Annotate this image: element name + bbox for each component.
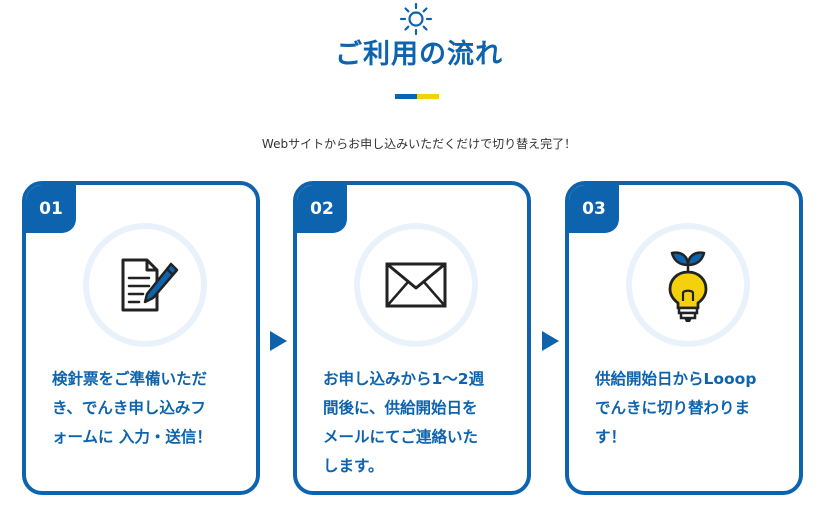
- step-icon-circle: [83, 223, 207, 347]
- underline-yellow-segment: [417, 94, 439, 99]
- sun-icon: [399, 2, 433, 36]
- step-description: 供給開始日からLooop でんきに切り替わりま す！: [595, 370, 757, 446]
- section-subtitle: Webサイトからお申し込みいただくだけで切り替え完了！: [261, 137, 577, 151]
- step-icon-circle: [626, 223, 750, 347]
- step-card-3: 03 供給開始日からLooop でんきに切り替わりま す！: [565, 181, 803, 495]
- step-card-1: 01 検針票をご準備いただ き、でんき申し込みフ ォームに 入力・送信！: [22, 181, 260, 495]
- arrow-right-icon: [270, 331, 287, 351]
- section-title: ご利用の流れ: [335, 39, 503, 70]
- step-icon-circle: [354, 223, 478, 347]
- step-number: 01: [26, 185, 76, 233]
- step-number: 03: [569, 185, 619, 233]
- step-description: お申し込みから1〜2週 間後に、供給開始日を メールにてご連絡いた します。: [323, 370, 485, 475]
- envelope-icon: [385, 262, 447, 308]
- step-card-2: 02 お申し込みから1〜2週 間後に、供給開始日を メールにてご連絡いた します…: [293, 181, 531, 495]
- arrow-right-icon: [542, 331, 559, 351]
- title-underline: [395, 94, 439, 99]
- underline-blue-segment: [395, 94, 417, 99]
- document-pen-icon: [121, 258, 179, 312]
- lightbulb-sprout-icon: [668, 251, 708, 322]
- step-number: 02: [297, 185, 347, 233]
- step-description: 検針票をご準備いただ き、でんき申し込みフ ォームに 入力・送信！: [52, 370, 212, 446]
